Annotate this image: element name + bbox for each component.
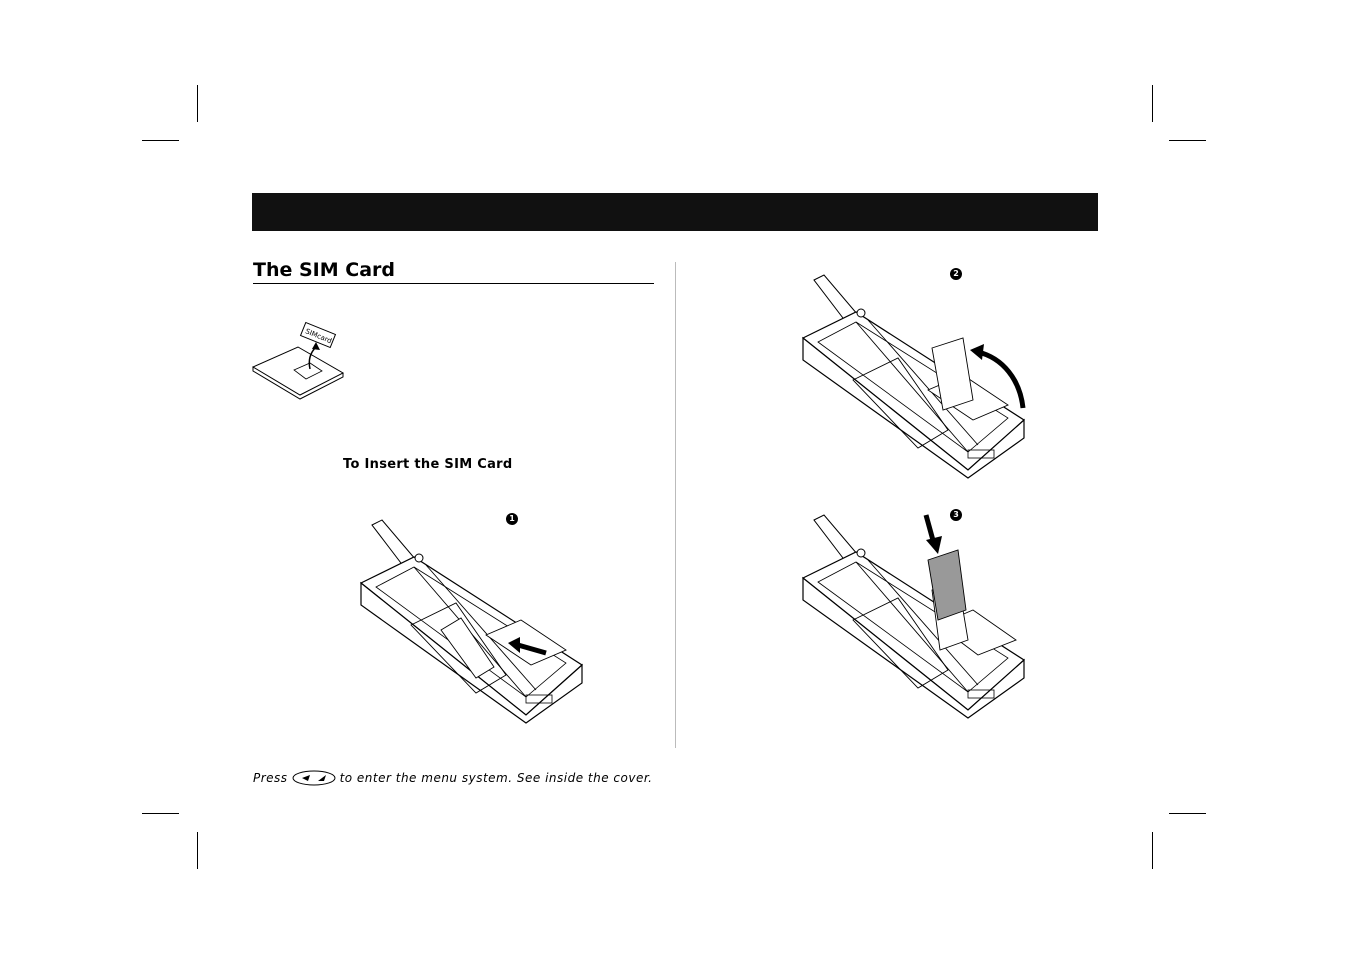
crop-mark: [1152, 832, 1153, 869]
header-bar: [252, 193, 1098, 231]
crop-mark: [197, 832, 198, 869]
crop-mark: [142, 813, 179, 814]
footer-press: Press: [253, 771, 288, 785]
crop-mark: [1169, 140, 1206, 141]
crop-mark: [1169, 813, 1206, 814]
step-1-marker: 1: [506, 513, 518, 525]
crop-mark: [142, 140, 179, 141]
title-underline: [253, 283, 654, 284]
step-3-marker: 3: [950, 509, 962, 521]
footer-rest: to enter the menu system. See inside the…: [339, 771, 653, 785]
footer-note: Press to enter the menu system. See insi…: [253, 770, 652, 786]
page-title: The SIM Card: [253, 259, 395, 281]
phone-sim-holder-open-icon: [801, 274, 1026, 479]
crop-mark: [197, 85, 198, 122]
phone-sim-insert-icon: [801, 514, 1025, 719]
sim-card-icon: SIMcard: [251, 321, 345, 400]
subheading: To Insert the SIM Card: [343, 457, 513, 472]
crop-mark: [1152, 85, 1153, 122]
phone-open-battery-icon: [359, 519, 583, 724]
column-divider: [675, 262, 676, 748]
step-2-marker: 2: [950, 268, 962, 280]
menu-key-icon: [292, 770, 336, 786]
